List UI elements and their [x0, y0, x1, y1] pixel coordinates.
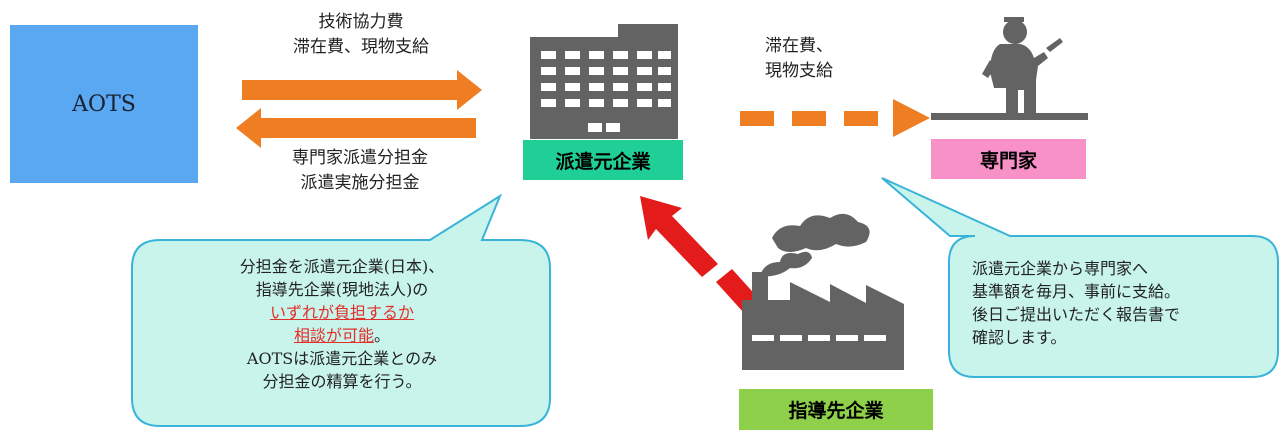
host-company-box: 指導先企業 — [739, 389, 933, 430]
cost-sharing-highlight1: いずれが負担するか — [269, 303, 414, 322]
company-to-aots-arrow — [236, 108, 476, 148]
cost-sharing-line4: 分担金の精算を行う。 — [262, 372, 422, 391]
expert-dispatch-share-text: 専門家派遣分担金 — [292, 148, 428, 168]
dispatch-implementation-share-text: 派遣実施分担金 — [300, 173, 420, 193]
cost-sharing-period: 。 — [374, 326, 391, 345]
dispatch-company-label: 派遣元企業 — [555, 150, 651, 173]
expert-label: 専門家 — [979, 149, 1037, 172]
cost-sharing-callout-shape — [131, 193, 551, 427]
cost-sharing-highlight2-row: 相談が可能。 — [150, 324, 534, 347]
stay-cost-in-kind-text: 滞在費、現物支給 — [293, 37, 429, 57]
cost-sharing-highlight2: 相談が可能 — [293, 326, 374, 345]
company-to-expert-label: 滞在費、 現物支給 — [765, 34, 875, 84]
worker-icon — [931, 17, 1088, 120]
company-to-expert-dashed-arrow — [740, 99, 930, 137]
aots-to-company-arrow — [242, 70, 482, 110]
stay-cost-text: 滞在費、 — [765, 36, 833, 56]
company-to-aots-label: 専門家派遣分担金 派遣実施分担金 — [240, 146, 480, 196]
office-building-icon — [530, 24, 678, 139]
payment-callout: 派遣元企業から専門家へ 基準額を毎月、事前に支給。 後日ご提出いただく報告書で … — [972, 257, 1262, 349]
cost-sharing-line3: AOTSは派遣元企業とのみ — [246, 349, 438, 368]
cost-sharing-line2: 指導先企業(現地法人)の — [255, 280, 429, 299]
payment-callout-shape — [881, 177, 1279, 378]
payment-line4: 確認します。 — [972, 328, 1067, 347]
aots-box: AOTS — [10, 25, 198, 183]
aots-label: AOTS — [72, 91, 136, 117]
payment-line1: 派遣元企業から専門家へ — [972, 259, 1149, 278]
in-kind-text: 現物支給 — [765, 61, 833, 81]
factory-icon — [742, 213, 904, 370]
cost-sharing-callout: 分担金を派遣元企業(日本)、 指導先企業(現地法人)の いずれが負担するか 相談… — [150, 255, 534, 393]
aots-to-company-label: 技術協力費 滞在費、現物支給 — [250, 10, 472, 60]
payment-line3: 後日ご提出いただく報告書で — [972, 305, 1181, 324]
dispatch-company-box: 派遣元企業 — [523, 140, 683, 180]
expert-box: 専門家 — [931, 139, 1086, 179]
cost-sharing-line1: 分担金を派遣元企業(日本)、 — [239, 257, 445, 276]
payment-line2: 基準額を毎月、事前に支給。 — [972, 282, 1181, 301]
technical-cooperation-fee-text: 技術協力費 — [318, 12, 404, 32]
host-company-label: 指導先企業 — [788, 400, 884, 422]
